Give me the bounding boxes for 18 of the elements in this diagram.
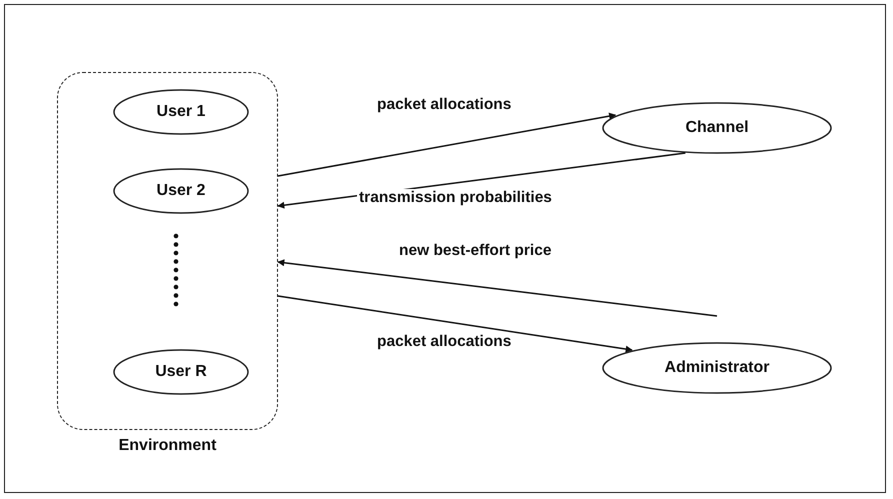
node-label: Administrator [664, 359, 770, 377]
node-label: User 2 [156, 182, 206, 200]
ellipse-node [113, 89, 249, 135]
node-label: Channel [685, 119, 749, 137]
edge-label: packet allocations [375, 96, 514, 114]
ellipse-node [113, 168, 249, 214]
ellipse-node [602, 102, 832, 154]
edge-label: packet allocations [375, 333, 514, 351]
arrow [278, 112, 616, 177]
ellipse-node [602, 342, 832, 394]
arrow [277, 259, 718, 317]
ellipse-node [113, 349, 249, 395]
arrow [278, 295, 633, 352]
edge-label: new best-effort price [397, 242, 554, 260]
node-label: User 1 [156, 103, 206, 121]
edge-label: transmission probabilities [357, 189, 554, 207]
group-label: Environment [118, 437, 216, 455]
node-label: User R [155, 363, 207, 381]
